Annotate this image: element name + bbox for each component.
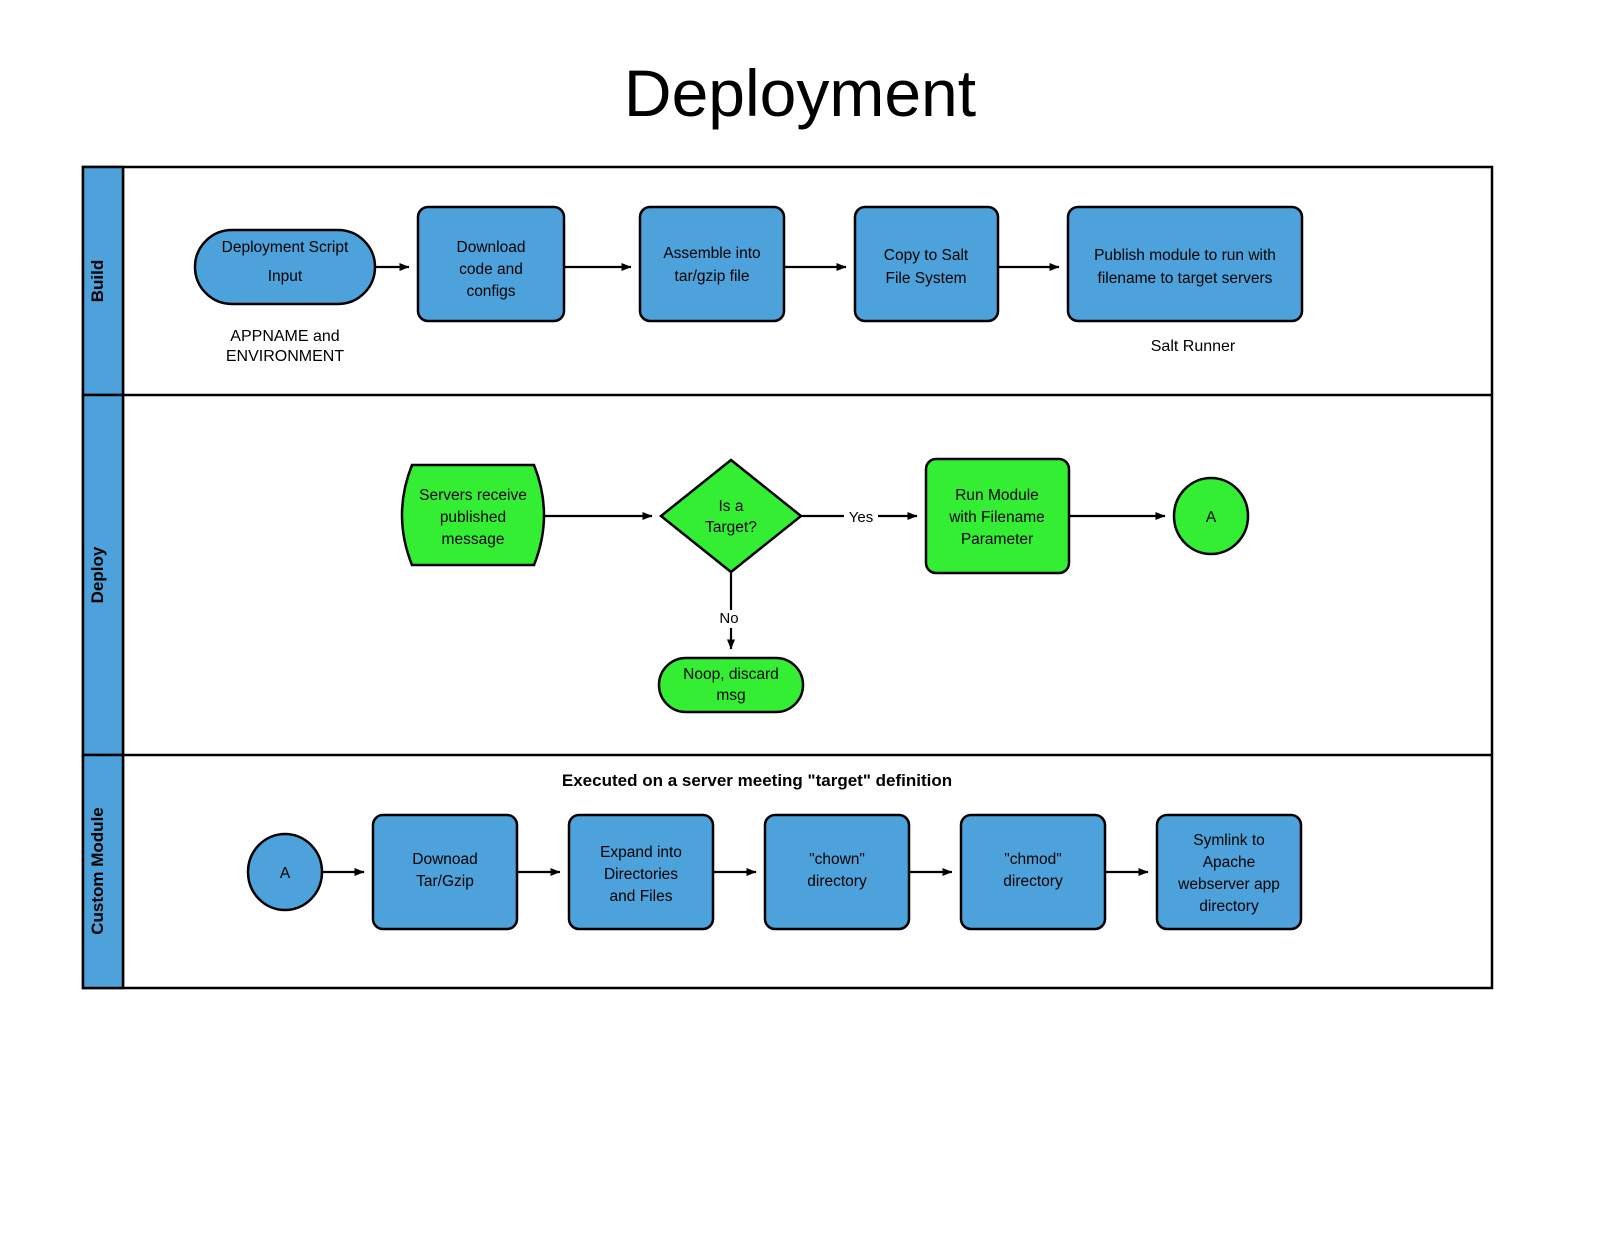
node-label-line: Publish module to run with [1094, 247, 1276, 264]
caption-line: Salt Runner [1151, 338, 1236, 355]
edge-label-yes: Yes [849, 509, 873, 526]
node-label-line: code and [459, 261, 523, 278]
node-label-line: Deployment Script [222, 239, 349, 256]
page-title: Deployment [623, 56, 977, 130]
node-label-line: Expand into [600, 844, 682, 861]
node-label-line: Directories [604, 866, 678, 883]
node-assemble-into-tar-gzip-file[interactable]: Assemble into tar/gzip file [638, 205, 786, 323]
lane-label-custom-module: Custom Module [88, 807, 107, 935]
node-label-line: Is a [719, 498, 744, 515]
lane-label-build: Build [88, 260, 107, 303]
node-chown-directory[interactable]: "chown" directory [763, 813, 911, 931]
custom-module-note: Executed on a server meeting "target" de… [562, 771, 952, 790]
node-label-line: Run Module [955, 487, 1039, 504]
node-label-line: Download [457, 239, 526, 256]
node-label-line: Target? [705, 519, 757, 536]
node-label-line: and Files [610, 888, 673, 905]
node-label-line: Servers receive [419, 487, 527, 504]
node-label-line: with Filename [948, 509, 1045, 526]
node-connector-a-custom-module[interactable]: A [246, 832, 324, 912]
node-label-line: "chmod" [1004, 851, 1062, 868]
deploy-lane-content: Servers receive published message Is a T… [400, 457, 1250, 714]
node-is-a-target-decision[interactable]: Is a Target? [658, 458, 804, 574]
caption-salt-runner: Salt Runner [1151, 338, 1236, 355]
node-label-line: File System [886, 270, 967, 287]
node-copy-to-salt-file-system[interactable]: Copy to Salt File System [853, 205, 1000, 323]
lane-header-custom-module: Custom Module [81, 753, 125, 990]
node-label-line: message [442, 531, 505, 548]
node-noop-discard-msg[interactable]: Noop, discard msg [657, 656, 805, 714]
node-publish-module[interactable]: Publish module to run with filename to t… [1066, 205, 1304, 323]
node-deployment-script-input[interactable]: Deployment Script Input [193, 228, 377, 306]
node-connector-a-deploy[interactable]: A [1172, 476, 1250, 556]
edge-d2-d3-yes: Yes [801, 507, 918, 526]
node-label-line: A [280, 865, 291, 882]
node-label-line: published [440, 509, 506, 526]
node-downoad-tar-gzip[interactable]: Downoad Tar/Gzip [371, 813, 519, 931]
node-download-code-and-configs[interactable]: Download code and configs [416, 205, 566, 323]
node-label-line: filename to target servers [1098, 270, 1273, 287]
node-symlink-to-apache-webserver-app-directory[interactable]: Symlink to Apache webserver app director… [1155, 813, 1303, 931]
node-label-line: directory [1199, 898, 1259, 915]
node-label-line: A [1206, 509, 1217, 526]
build-lane-content: Deployment Script Input APPNAME and ENVI… [193, 205, 1304, 365]
caption-line: ENVIRONMENT [226, 348, 344, 365]
lane-label-deploy: Deploy [88, 546, 107, 603]
lane-header-build: Build [81, 165, 125, 397]
edge-d2-d5-no: No [716, 572, 742, 650]
node-label-line: Noop, discard [683, 666, 779, 683]
node-label-line: directory [807, 873, 867, 890]
node-label-line: webserver app [1177, 876, 1280, 893]
node-label-line: configs [466, 283, 515, 300]
node-chmod-directory[interactable]: "chmod" directory [959, 813, 1107, 931]
custom-module-lane-content: Executed on a server meeting "target" de… [246, 771, 1303, 931]
node-label-line: msg [716, 687, 745, 704]
node-label-line: Downoad [412, 851, 478, 868]
node-label-line: "chown" [809, 851, 865, 868]
node-label-line: Symlink to [1193, 832, 1265, 849]
node-label-line: Apache [1203, 854, 1256, 871]
node-run-module-with-filename-parameter[interactable]: Run Module with Filename Parameter [924, 457, 1071, 575]
lane-header-deploy: Deploy [81, 393, 125, 757]
node-label-line: Parameter [961, 531, 1033, 548]
caption-appname-environment: APPNAME and ENVIRONMENT [226, 328, 344, 365]
edge-label-no: No [719, 610, 738, 627]
node-label-line: tar/gzip file [675, 268, 750, 285]
node-label-line: Input [268, 268, 303, 285]
node-label-line: Copy to Salt [884, 247, 969, 264]
node-servers-receive-published-message[interactable]: Servers receive published message [400, 463, 546, 567]
node-label-line: directory [1003, 873, 1063, 890]
node-expand-into-directories-and-files[interactable]: Expand into Directories and Files [567, 813, 715, 931]
caption-line: APPNAME and [230, 328, 339, 345]
node-label-line: Tar/Gzip [416, 873, 474, 890]
node-label-line: Assemble into [663, 245, 760, 262]
